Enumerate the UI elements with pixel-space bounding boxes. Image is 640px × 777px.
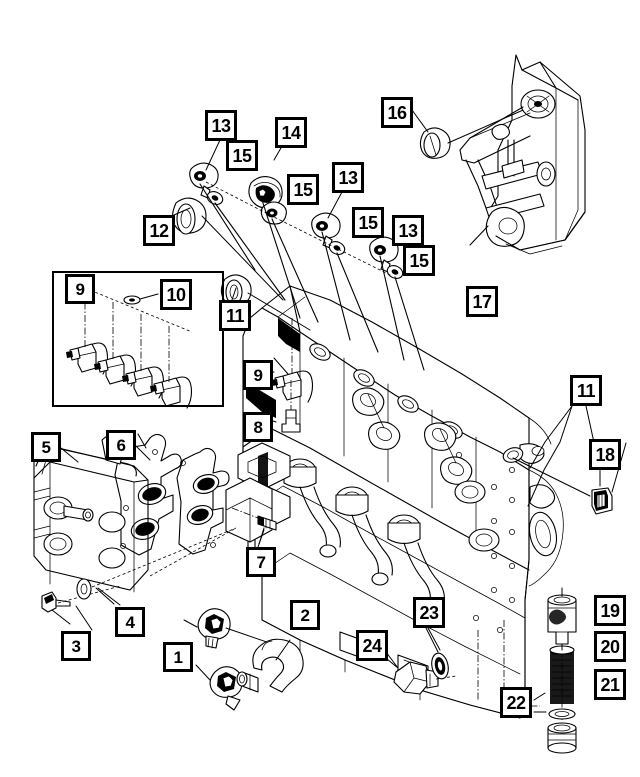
part-21-seal-ring	[548, 708, 576, 720]
block-lifter-bores	[283, 458, 500, 552]
inset-nozzle-3	[122, 366, 165, 399]
callout-6[interactable]: 6	[106, 430, 136, 460]
callout-9a[interactable]: 9	[65, 274, 95, 304]
part-14-main-bearing-cap	[248, 176, 283, 209]
block-front-structure	[225, 442, 291, 561]
part-18-bushing	[512, 457, 613, 515]
callout-13b[interactable]: 13	[332, 162, 364, 193]
exploded-bolt-stacks	[189, 162, 425, 371]
callout-8[interactable]: 8	[243, 412, 273, 442]
bolt-stack-c	[311, 212, 346, 255]
part-2-oil-cooler-hose	[236, 638, 304, 693]
inset-nozzle-4	[150, 376, 193, 409]
fitting-upper	[183, 608, 231, 649]
callout-12[interactable]: 12	[143, 215, 175, 246]
part-19-relief-valve	[547, 587, 577, 645]
callout-11a[interactable]: 11	[219, 300, 251, 331]
callout-15[interactable]: 15	[226, 140, 258, 171]
callout-13c[interactable]: 13	[392, 215, 424, 246]
upper-right-bracket-assembly	[459, 54, 586, 255]
part-20-relief-spring	[549, 643, 575, 704]
callout-14[interactable]: 14	[275, 117, 307, 148]
part-7-dowel-pin	[231, 507, 277, 545]
callout-11b[interactable]: 11	[570, 375, 602, 406]
callout-15c[interactable]: 15	[352, 207, 384, 238]
part-23-drain-plug-gasket	[427, 627, 449, 680]
callout-13[interactable]: 13	[205, 110, 237, 141]
callout-3[interactable]: 3	[61, 631, 91, 661]
callout-5[interactable]: 5	[31, 432, 61, 462]
callout-4[interactable]: 4	[115, 607, 145, 637]
part-4-washer	[76, 527, 237, 605]
part-1-hose-fittings	[183, 608, 291, 711]
callout-18[interactable]: 18	[589, 439, 621, 470]
callout-2[interactable]: 2	[290, 600, 320, 630]
callout-16[interactable]: 16	[381, 97, 413, 128]
part-3-flange-bolt	[41, 585, 121, 625]
callout-22[interactable]: 22	[500, 687, 532, 718]
inset-nozzle-1	[66, 342, 109, 375]
callout-15d[interactable]: 15	[403, 245, 435, 276]
bolt-stack-d	[369, 236, 404, 279]
block-bolt-holes	[456, 452, 515, 633]
inset-panel-contents	[66, 283, 193, 409]
block-main-webs	[299, 486, 445, 614]
callout-9b[interactable]: 9	[243, 360, 273, 390]
callout-1[interactable]: 1	[163, 642, 193, 672]
callout-7[interactable]: 7	[246, 547, 276, 577]
callout-19[interactable]: 19	[594, 595, 626, 626]
detail-inset-panel	[52, 271, 224, 407]
callout-24[interactable]: 24	[356, 630, 388, 661]
callout-17[interactable]: 17	[466, 286, 498, 317]
callout-21[interactable]: 21	[594, 669, 626, 700]
fitting-lower	[195, 664, 243, 711]
part-16-core-plug	[419, 106, 531, 159]
callout-15b[interactable]: 15	[287, 174, 319, 205]
callout-23[interactable]: 23	[413, 597, 445, 628]
relief-valve-stack	[477, 587, 577, 754]
callout-20[interactable]: 20	[594, 631, 626, 662]
callout-10[interactable]: 10	[160, 279, 192, 310]
bolt-stack-b	[260, 201, 287, 225]
block-side-bosses	[352, 387, 473, 485]
block-front-shaded-gusset	[246, 318, 300, 418]
part-22-relief-cap	[533, 692, 577, 754]
bolt-stack-a	[189, 162, 224, 205]
